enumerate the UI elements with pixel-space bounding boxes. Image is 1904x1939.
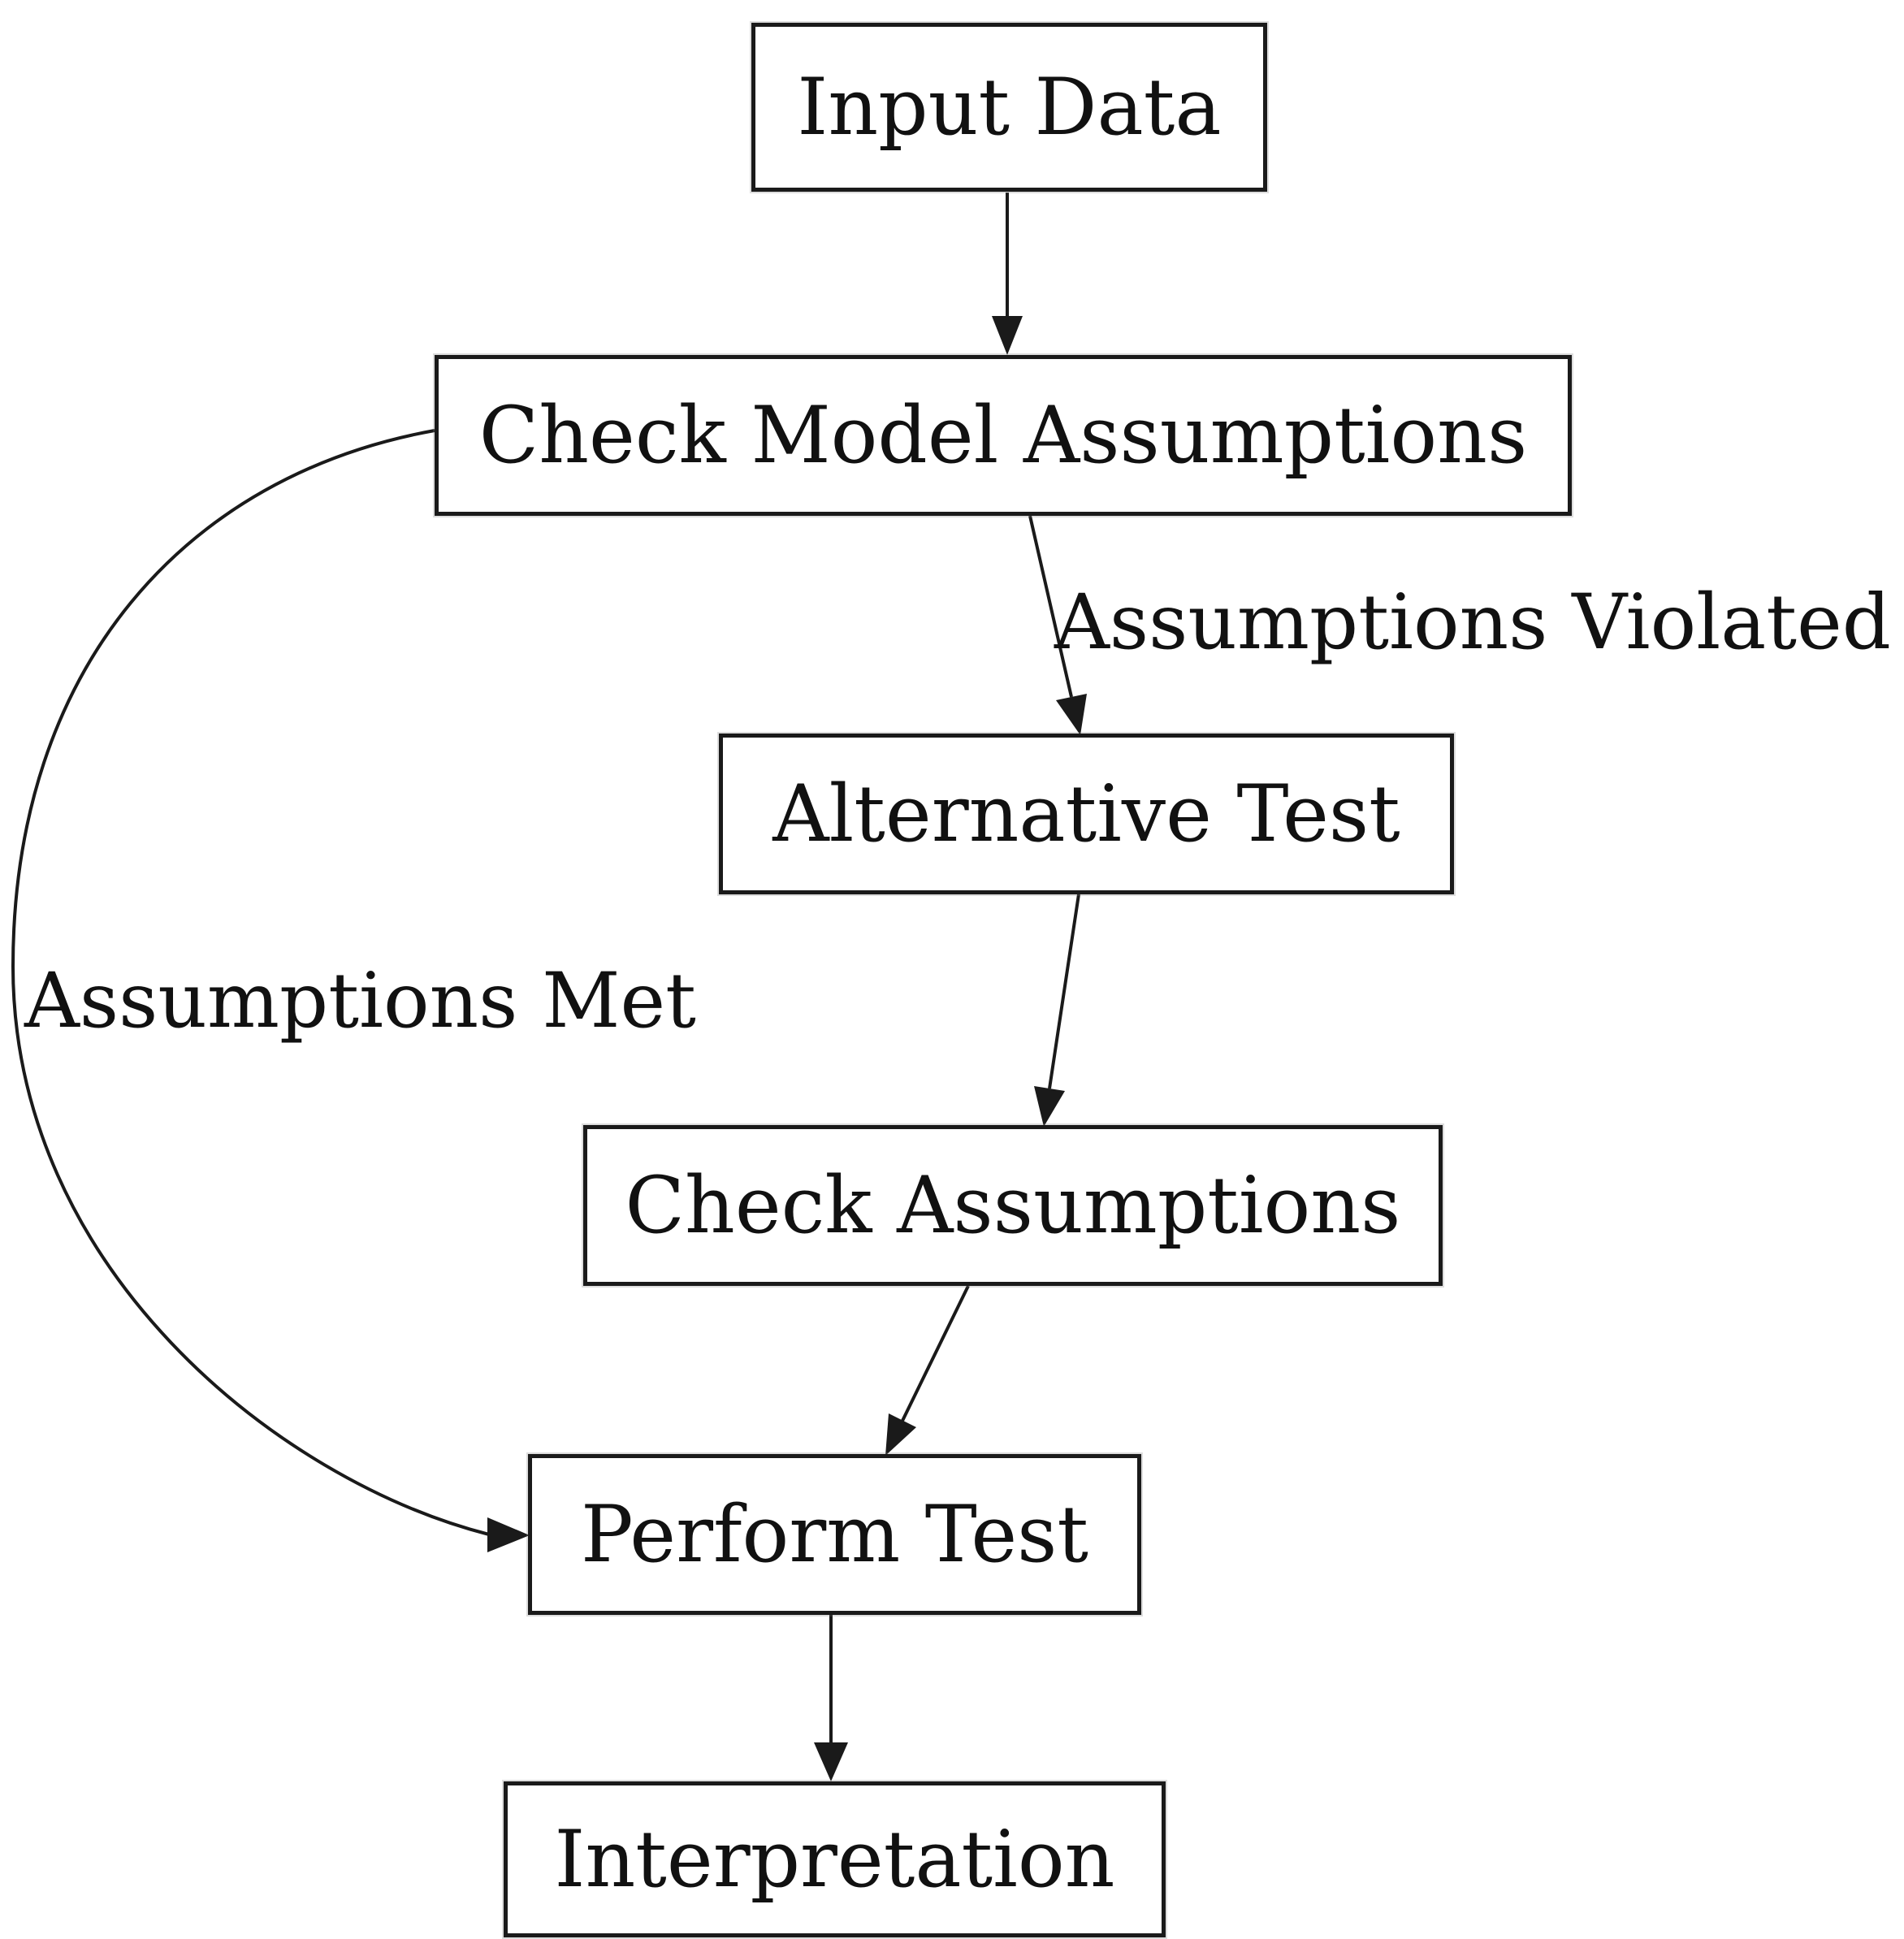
arrowhead-check-model-to-alternative [1056,694,1087,735]
node-alternative-test: Alternative Test [719,734,1454,894]
arrowhead-input-to-check-model [992,316,1023,355]
node-perform-test: Perform Test [528,1454,1141,1615]
node-check-model-assumptions: Check Model Assumptions [435,355,1572,516]
arrowhead-check-model-to-perform [487,1517,530,1552]
node-interpretation: Interpretation [504,1781,1166,1937]
arrowhead-check-assumptions-to-perform [885,1413,916,1456]
edge-label-assumptions-met: Assumptions Met [24,957,696,1045]
edge-check-assumptions-to-perform [901,1285,970,1422]
arrowhead-alternative-to-check-assumptions [1034,1086,1065,1127]
node-input-data: Input Data [751,23,1267,192]
edge-alternative-to-check-assumptions [1048,894,1080,1089]
edge-check-model-to-alternative [1028,515,1073,698]
arrowhead-perform-to-interpretation [814,1742,848,1781]
edge-check-model-to-perform [11,429,490,1536]
node-check-assumptions: Check Assumptions [583,1125,1443,1286]
edge-label-assumptions-violated: Assumptions Violated [1054,578,1891,667]
